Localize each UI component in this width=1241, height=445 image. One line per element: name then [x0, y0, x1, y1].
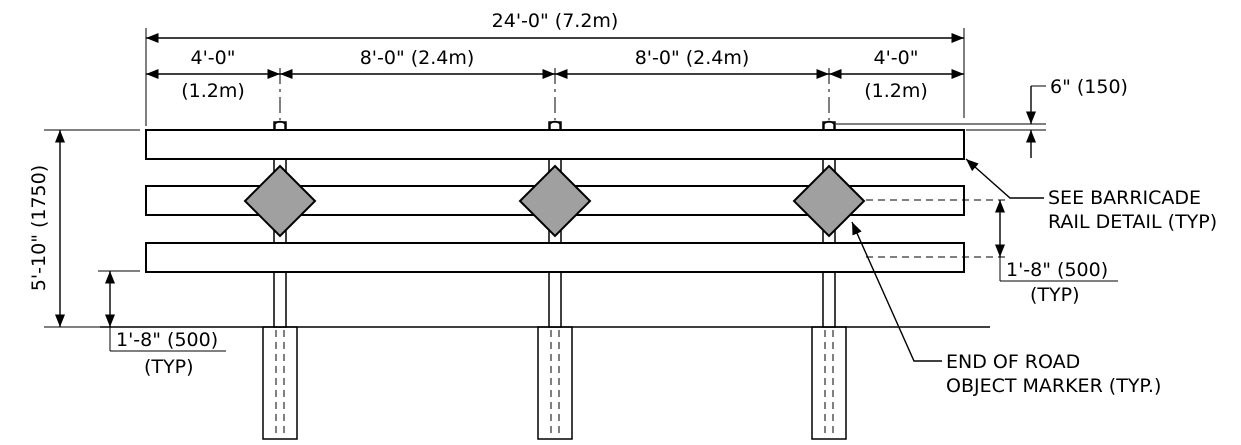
dim-overall: 24'-0" (7.2m) [492, 10, 619, 32]
dim-end-left-ft: 4'-0" [191, 47, 236, 69]
dim-rail-height: 6" (150) [1050, 76, 1128, 98]
rail-height-dimension [836, 85, 1046, 158]
object-markers [243, 164, 866, 238]
callout-rail-detail-line2: RAIL DETAIL (TYP) [1048, 211, 1217, 233]
dim-total-height: 5'-10" (1750) [28, 165, 50, 291]
dim-rail-gap: 1'-8" (500) [1006, 259, 1108, 281]
dim-end-right-ft: 4'-0" [874, 47, 919, 69]
object-marker [243, 164, 317, 238]
rail-gap-dimension [866, 199, 1118, 282]
dim-ground-clearance-typ: (TYP) [144, 356, 194, 378]
ground-clearance-dimension [98, 270, 226, 352]
bottom-rail [145, 242, 965, 273]
callout-marker-line2: OBJECT MARKER (TYP.) [946, 375, 1161, 397]
top-rail [145, 129, 965, 160]
callout-rail-detail-line1: SEE BARRICADE [1048, 187, 1201, 209]
dim-rail-gap-typ: (TYP) [1030, 284, 1080, 306]
object-marker [792, 164, 866, 238]
callout-leaders [851, 158, 1044, 362]
dim-end-left-m: (1.2m) [181, 80, 245, 102]
object-marker [518, 164, 592, 238]
dim-end-right-m: (1.2m) [864, 80, 928, 102]
callout-marker-line1: END OF ROAD [946, 351, 1080, 373]
total-height-dimension [44, 129, 140, 328]
dim-middle-left: 8'-0" (2.4m) [360, 47, 475, 69]
dim-middle-right: 8'-0" (2.4m) [635, 47, 750, 69]
horizontal-dimensions [145, 28, 965, 126]
dim-ground-clearance: 1'-8" (500) [116, 329, 218, 351]
centerlines [279, 68, 830, 120]
